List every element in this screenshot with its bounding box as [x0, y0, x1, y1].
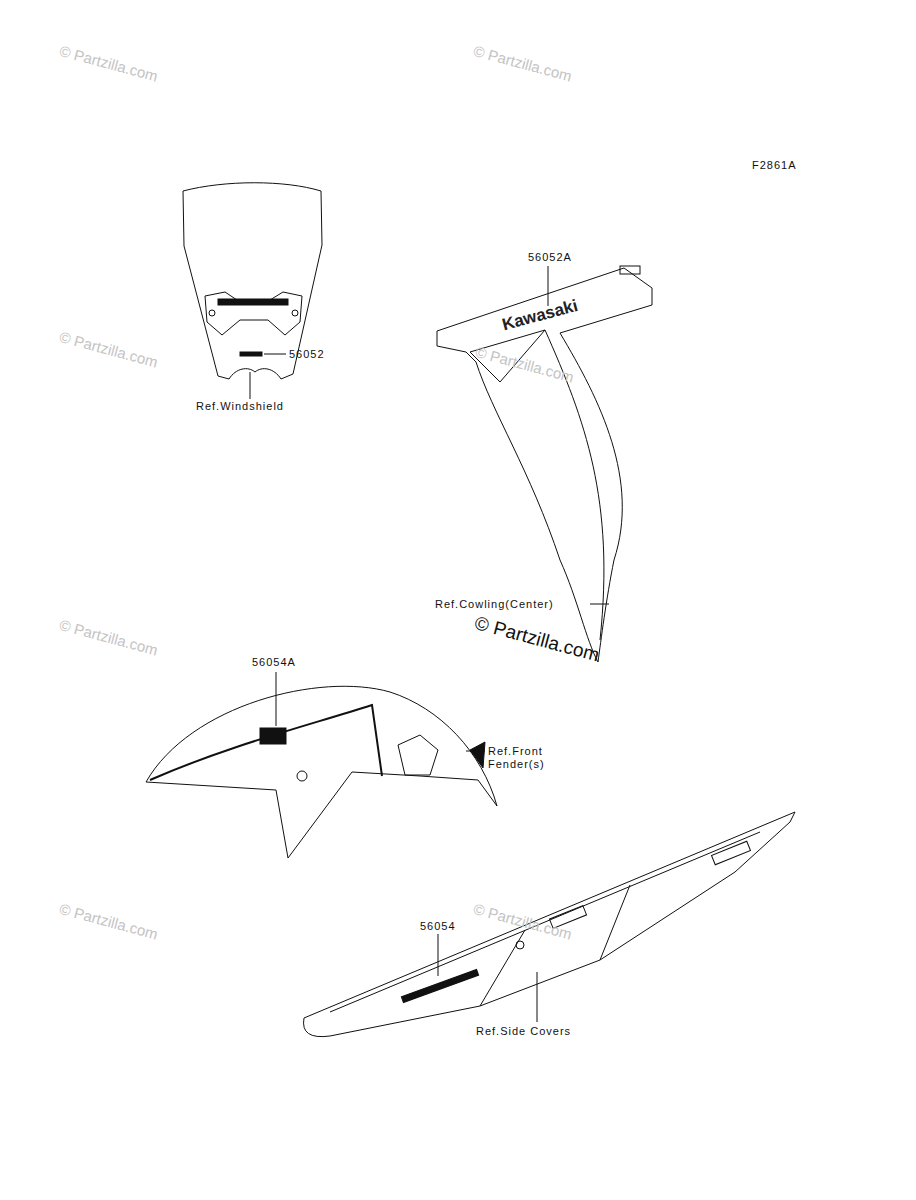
side-cover [304, 812, 795, 1037]
decal [401, 970, 478, 1003]
decal [470, 742, 485, 768]
callout-number: 56052 [289, 348, 325, 361]
leader-line [250, 372, 251, 399]
watermark: © Partzilla.com [57, 900, 159, 944]
bolt [516, 941, 524, 949]
watermark: © Partzilla.com [471, 900, 573, 944]
part-name: Ref.Side Covers [476, 1025, 571, 1038]
windshield-bracket [205, 292, 302, 335]
callout-number: 56054 [420, 920, 456, 933]
watermark: © Partzilla.com [471, 42, 573, 86]
leader-line [264, 354, 286, 355]
leader-line [438, 934, 439, 976]
leader-line [537, 972, 538, 1022]
side-cover-slot [712, 841, 751, 865]
part-name: Ref.Cowling(Center) [435, 598, 554, 611]
bolt [292, 310, 298, 316]
part-name: Ref.Windshield [196, 400, 284, 413]
front-fender [146, 686, 497, 858]
brand-text: Kawasaki [500, 296, 580, 335]
bolt [297, 771, 307, 781]
fender-band [150, 705, 382, 780]
windshield-slot [218, 299, 288, 305]
decal [240, 352, 262, 356]
callout-number: 56052A [528, 251, 572, 264]
bolt [209, 310, 215, 316]
watermark: © Partzilla.com [57, 328, 159, 372]
cowling-tab [620, 266, 640, 274]
leader-line [548, 266, 549, 306]
figure-number: F2861A [752, 159, 797, 172]
leader-line [466, 751, 485, 752]
watermark: © Partzilla.com [473, 343, 575, 387]
leader-line [276, 672, 277, 726]
watermark: © Partzilla.com [57, 42, 159, 86]
watermark: © Partzilla.com [57, 616, 159, 660]
leader-line [590, 604, 609, 605]
side-cover-edge [330, 832, 760, 1012]
callout-number: 56054A [252, 656, 296, 669]
fender-bracket [398, 735, 438, 775]
decal [260, 728, 286, 744]
part-name: Ref.Front Fender(s) [488, 745, 586, 771]
